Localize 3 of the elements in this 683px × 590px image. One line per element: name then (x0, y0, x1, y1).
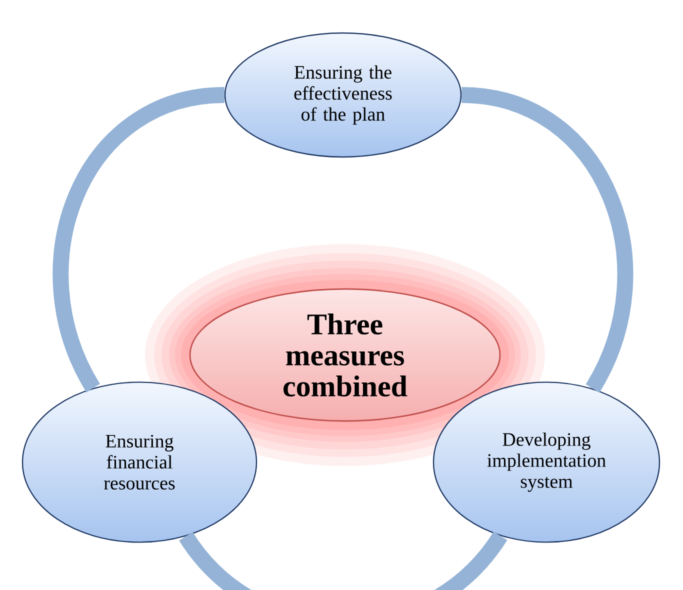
ring-arc (179, 531, 507, 590)
ring-arc (460, 87, 633, 392)
ring-arc (53, 87, 226, 392)
